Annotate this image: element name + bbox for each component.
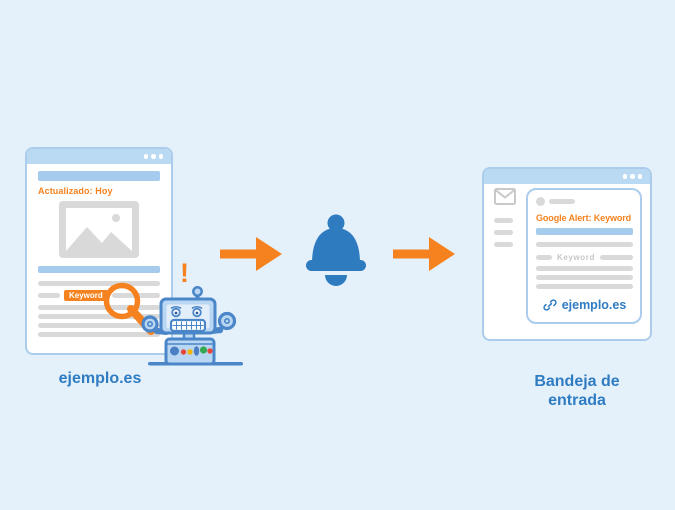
source-page-content: Actualizado: Hoy Keyword: [27, 164, 171, 337]
text-line-placeholder: [38, 293, 60, 298]
text-line-placeholder: [38, 332, 160, 337]
inbox-window: Google Alert: Keyword Keyword: [482, 167, 652, 341]
text-line-placeholder: [38, 323, 160, 328]
source-website-window: Actualizado: Hoy Keyword: [25, 147, 173, 355]
source-link: ejemplo.es: [536, 298, 633, 312]
window-titlebar: [484, 169, 650, 184]
arrow-right-icon: [393, 237, 455, 271]
keyword-text: Keyword: [557, 252, 595, 262]
text-line-placeholder: [536, 242, 633, 247]
text-line-placeholder: [536, 254, 552, 260]
menu-line-placeholder: [494, 242, 513, 247]
text-line-placeholder: [38, 305, 160, 310]
envelope-icon: [494, 188, 516, 205]
email-card: Google Alert: Keyword Keyword: [526, 188, 642, 324]
text-line-placeholder: [536, 275, 633, 280]
text-line-placeholder: [536, 284, 633, 289]
text-line-placeholder: [536, 266, 633, 271]
inbox-sidebar: [494, 186, 520, 326]
link-chain-icon: [543, 299, 557, 311]
window-controls-icon: [143, 154, 163, 159]
section-heading-placeholder: [38, 266, 160, 273]
updated-label: Actualizado: Hoy: [38, 186, 113, 196]
notification-bell-icon: [306, 214, 366, 286]
menu-line-placeholder: [494, 218, 513, 223]
window-titlebar: [27, 149, 171, 164]
email-subject: Google Alert: Keyword: [536, 213, 632, 223]
page-heading-placeholder: [38, 171, 160, 181]
keyword-badge: Keyword: [64, 290, 108, 301]
source-site-caption: ejemplo.es: [58, 370, 142, 387]
sender-name-placeholder: [549, 199, 575, 204]
sender-row: [536, 197, 633, 206]
link-label: ejemplo.es: [561, 298, 627, 312]
image-placeholder-icon: [59, 201, 139, 258]
keyword-line: Keyword: [536, 252, 633, 262]
arrow-right-icon: [220, 237, 282, 271]
inbox-caption: Bandeja de entrada: [534, 373, 620, 409]
window-controls-icon: [622, 174, 642, 179]
inbox-content: Google Alert: Keyword Keyword: [484, 184, 650, 326]
crawler-robot-icon: [103, 282, 243, 366]
text-line-placeholder: [38, 281, 160, 286]
avatar: [536, 197, 545, 206]
menu-line-placeholder: [494, 230, 513, 235]
alert-exclamation-mark: !: [180, 258, 189, 288]
email-heading-placeholder: [536, 228, 633, 235]
text-line-placeholder: [38, 314, 160, 319]
text-line-placeholder: [600, 254, 633, 260]
